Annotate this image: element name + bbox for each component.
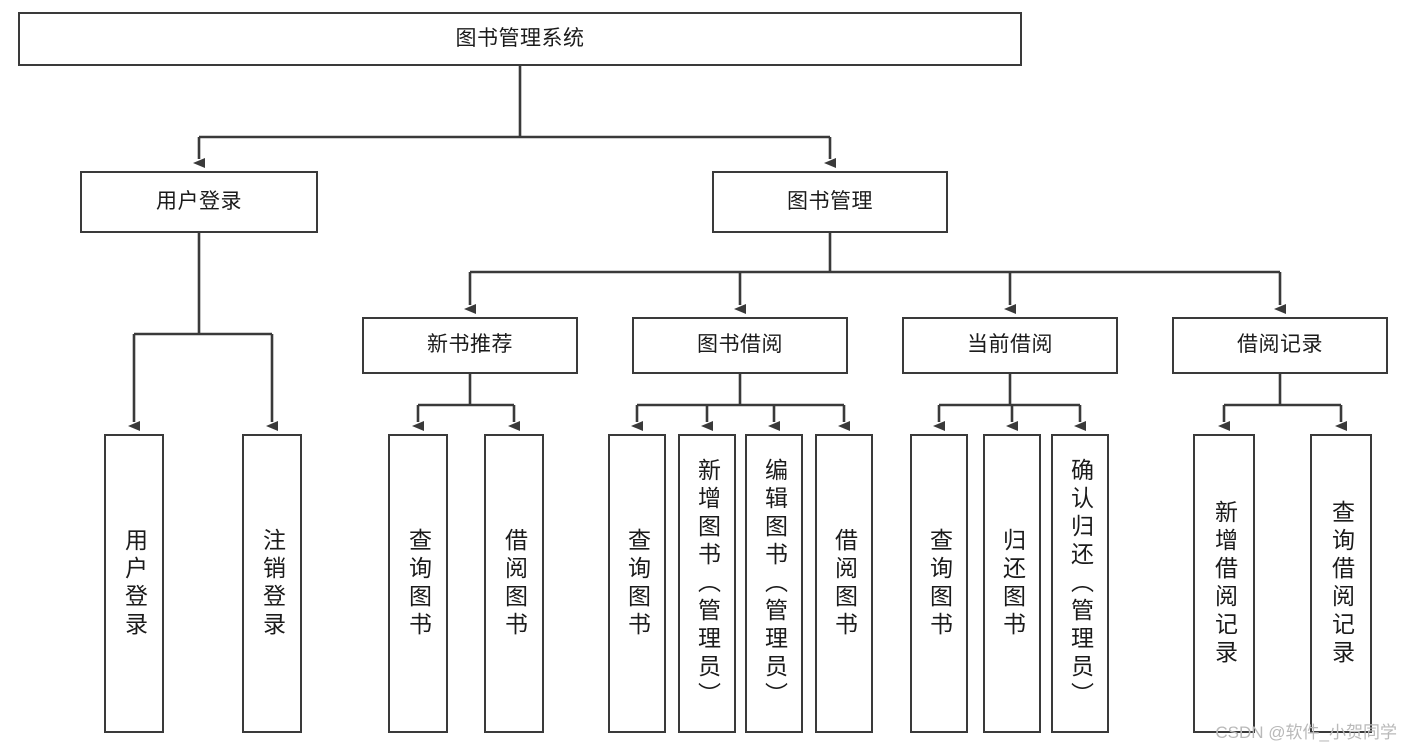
node-book-manage[interactable]: 图书管理 [712, 171, 948, 233]
node-label: 借阅图书 [501, 527, 528, 640]
node-label: 当前借阅 [967, 333, 1053, 357]
node-leaf-user-login[interactable]: 用户登录 [104, 434, 164, 733]
node-label: 查询图书 [926, 527, 953, 640]
node-user-login[interactable]: 用户登录 [80, 171, 318, 233]
node-borrow-record[interactable]: 借阅记录 [1172, 317, 1388, 374]
node-new-book-rec[interactable]: 新书推荐 [362, 317, 578, 374]
node-leaf-query-book-1[interactable]: 查询图书 [388, 434, 448, 733]
node-leaf-query-book-3[interactable]: 查询图书 [910, 434, 968, 733]
node-label: 确认归还（管理员） [1067, 457, 1094, 710]
node-leaf-query-record[interactable]: 查询借阅记录 [1310, 434, 1372, 733]
node-leaf-borrow-book-2[interactable]: 借阅图书 [815, 434, 873, 733]
node-label: 图书借阅 [697, 333, 783, 357]
node-leaf-return-book[interactable]: 归还图书 [983, 434, 1041, 733]
node-leaf-edit-book[interactable]: 编辑图书（管理员） [745, 434, 803, 733]
node-book-borrow[interactable]: 图书借阅 [632, 317, 848, 374]
node-label: 新书推荐 [427, 333, 513, 357]
node-label: 查询图书 [624, 527, 651, 640]
node-label: 查询借阅记录 [1328, 499, 1355, 668]
node-root[interactable]: 图书管理系统 [18, 12, 1022, 66]
node-label: 借阅记录 [1237, 333, 1323, 357]
node-current-borrow[interactable]: 当前借阅 [902, 317, 1118, 374]
node-label: 归还图书 [999, 527, 1026, 640]
node-label: 新增图书（管理员） [694, 457, 721, 710]
node-leaf-borrow-book-1[interactable]: 借阅图书 [484, 434, 544, 733]
node-leaf-logout[interactable]: 注销登录 [242, 434, 302, 733]
node-leaf-query-book-2[interactable]: 查询图书 [608, 434, 666, 733]
node-label: 查询图书 [405, 527, 432, 640]
node-leaf-add-record[interactable]: 新增借阅记录 [1193, 434, 1255, 733]
watermark-text: CSDN @软件_小贺同学 [1215, 723, 1397, 742]
node-label: 用户登录 [121, 527, 148, 640]
node-leaf-add-book[interactable]: 新增图书（管理员） [678, 434, 736, 733]
node-label: 图书管理系统 [455, 26, 585, 50]
node-leaf-confirm-return[interactable]: 确认归还（管理员） [1051, 434, 1109, 733]
node-label: 新增借阅记录 [1211, 499, 1238, 668]
node-label: 图书管理 [787, 189, 873, 213]
node-label: 借阅图书 [831, 527, 858, 640]
node-label: 编辑图书（管理员） [761, 457, 788, 710]
node-label: 用户登录 [156, 189, 242, 213]
node-label: 注销登录 [259, 527, 286, 640]
